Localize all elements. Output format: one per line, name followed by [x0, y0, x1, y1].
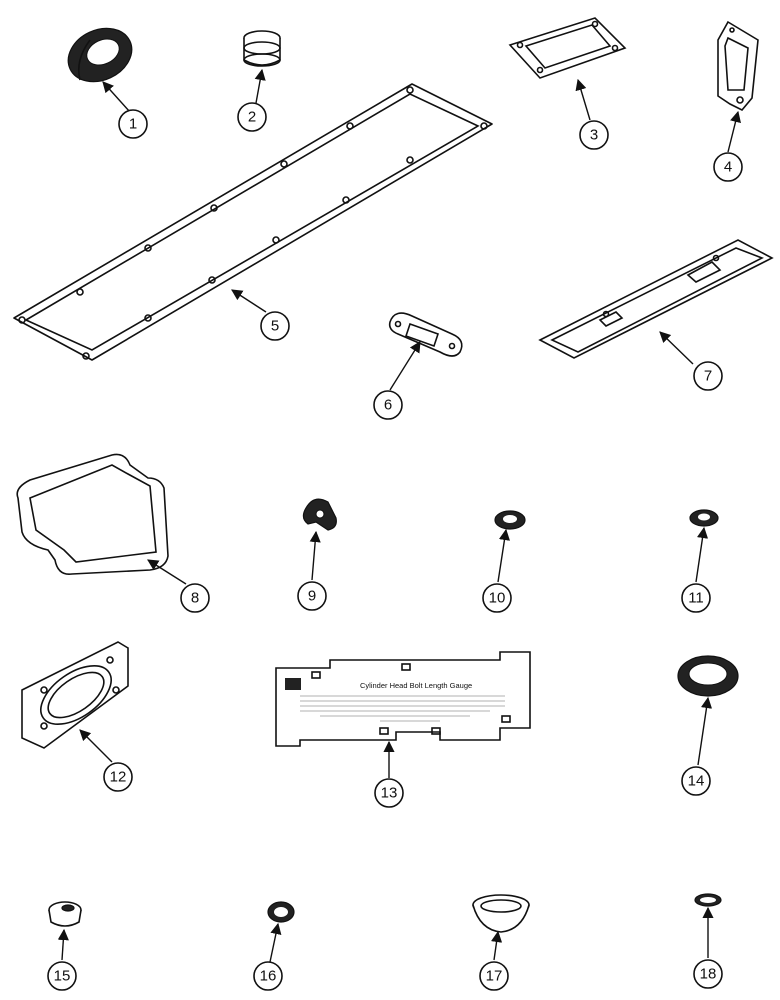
- part-7-gasket: [538, 239, 774, 359]
- callout-1: 1: [118, 109, 148, 139]
- callout-16: 16: [253, 961, 283, 991]
- svg-text:4: 4: [724, 159, 732, 176]
- part-12-gasket: [21, 641, 129, 749]
- part-10-seal: [494, 510, 526, 530]
- svg-text:14: 14: [688, 773, 705, 790]
- callout-11: 11: [681, 583, 711, 613]
- part-2-plug: [243, 30, 281, 67]
- part-5-gasket: [13, 83, 493, 361]
- part-16-seal: [267, 901, 295, 923]
- callout-18: 18: [693, 959, 723, 989]
- svg-text:12: 12: [110, 769, 127, 786]
- callout-3: 3: [579, 120, 609, 150]
- callout-7: 7: [693, 361, 723, 391]
- callout-9: 9: [297, 581, 327, 611]
- part-6-gasket: [388, 312, 463, 357]
- svg-text:13: 13: [381, 785, 398, 802]
- svg-text:15: 15: [54, 968, 71, 985]
- part-9-clip: [302, 498, 337, 531]
- callout-10: 10: [482, 583, 512, 613]
- part-11-seal: [689, 509, 719, 527]
- part-3-gasket: [508, 17, 627, 79]
- callout-5: 5: [260, 311, 290, 341]
- part-14-seal: [677, 655, 739, 697]
- callout-8: 8: [180, 583, 210, 613]
- part-13-gauge: Cylinder Head Bolt Length Gauge: [275, 651, 531, 747]
- callout-17: 17: [479, 961, 509, 991]
- callout-6: 6: [373, 390, 403, 420]
- part-18-ring: [694, 893, 722, 907]
- callout-2: 2: [237, 102, 267, 132]
- part-1-seal: [67, 27, 133, 83]
- svg-text:7: 7: [704, 368, 712, 385]
- part-8-gasket: [16, 453, 169, 576]
- svg-text:9: 9: [308, 588, 316, 605]
- svg-text:6: 6: [384, 397, 392, 414]
- svg-text:1: 1: [129, 116, 137, 133]
- callout-13: 13: [374, 778, 404, 808]
- callout-14: 14: [681, 766, 711, 796]
- part-4-gasket: [717, 20, 759, 111]
- svg-text:11: 11: [688, 590, 704, 607]
- part-17-cup-plug: [472, 894, 530, 933]
- callout-12: 12: [103, 762, 133, 792]
- svg-text:8: 8: [191, 590, 199, 607]
- svg-text:16: 16: [260, 968, 277, 985]
- callout-4: 4: [713, 152, 743, 182]
- callout-15: 15: [47, 961, 77, 991]
- svg-text:17: 17: [486, 968, 503, 985]
- part-15-plug: [48, 901, 82, 927]
- svg-text:10: 10: [489, 590, 506, 607]
- svg-text:18: 18: [700, 966, 717, 983]
- gauge-title: Cylinder Head Bolt Length Gauge: [360, 681, 472, 690]
- svg-text:3: 3: [590, 127, 598, 144]
- svg-text:2: 2: [248, 109, 256, 126]
- svg-text:5: 5: [271, 318, 279, 335]
- leader-lines: [57, 68, 741, 963]
